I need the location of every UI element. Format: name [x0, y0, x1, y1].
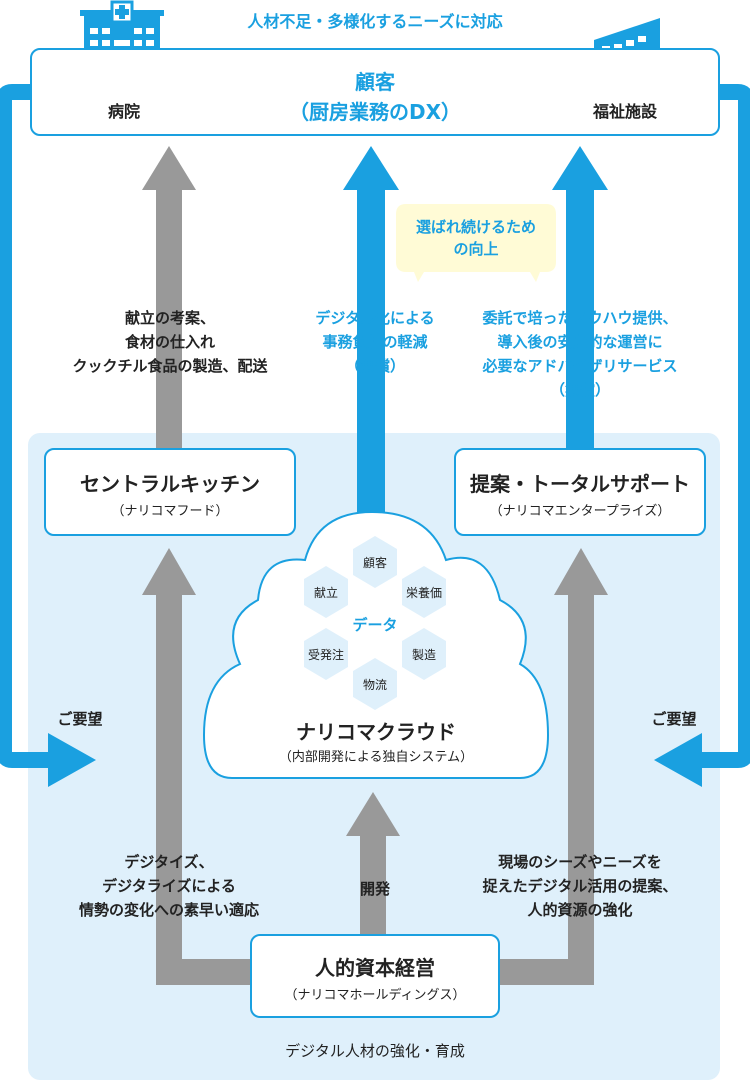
flow-text-center: デジタル化による 事務負担の軽減 （無償） — [290, 306, 460, 378]
left-feedback-arrowhead — [48, 733, 96, 787]
total-support-subtitle: （ナリコマエンタープライズ） — [489, 504, 671, 519]
cloud-shape — [202, 510, 550, 779]
welfare-facility-label: 福祉施設 — [592, 102, 657, 121]
bottom-flow-right-line-1: 現場のシーズやニーズを — [498, 853, 662, 871]
footer-label: デジタル人材の強化・育成 — [285, 1042, 465, 1060]
hex-nutrition — [402, 566, 446, 618]
flow-text-right: 委託で培ったノウハウ提供、 導入後の安定的な運営に 必要なアドバイザリサービス … — [452, 306, 708, 402]
request-label-right: ご要望 — [651, 710, 697, 728]
cloud-data-label: データ — [352, 616, 398, 634]
hex-label-menu: 献立 — [313, 586, 338, 600]
hex-label-manufacturing: 製造 — [411, 648, 436, 662]
right-bottom-arrow-shaft — [494, 590, 594, 985]
holdings-title: 人的資本経営 — [315, 956, 435, 980]
holdings-box: 人的資本経営 （ナリコマホールディングス） — [250, 934, 500, 1018]
request-label-left: ご要望 — [57, 710, 103, 728]
hex-logistics — [353, 658, 397, 710]
hex-ordering — [304, 628, 348, 680]
flow-right-line-2: 導入後の安定的な運営に — [497, 333, 663, 351]
flow-left-line-3: クックチル食品の製造、配送 — [72, 357, 268, 375]
customer-title: 顧客 — [355, 70, 395, 94]
bottom-flow-right: 現場のシーズやニーズを 捉えたデジタル活用の提案、 人的資源の強化 — [452, 850, 708, 922]
bottom-flow-right-line-3: 人的資源の強化 — [527, 901, 633, 919]
right-feedback-arrowhead — [654, 733, 702, 787]
hex-manufacturing — [402, 628, 446, 680]
flow-center-line-1: デジタル化による — [315, 309, 435, 327]
hex-label-logistics: 物流 — [362, 678, 387, 692]
holdings-subtitle: （ナリコマホールディングス） — [284, 988, 466, 1003]
flow-text-left: 献立の考案、 食材の仕入れ クックチル食品の製造、配送 — [40, 306, 300, 378]
bottom-flow-left-line-2: デジタライズによる — [102, 877, 236, 895]
hex-customer — [353, 536, 397, 588]
bottom-flow-left-line-3: 情勢の変化への素早い適応 — [78, 901, 259, 919]
customer-box: 顧客 （厨房業務のDX） 病院 福祉施設 — [30, 48, 720, 136]
flow-right-line-1: 委託で培ったノウハウ提供、 — [482, 309, 678, 327]
callout-bubble — [396, 204, 556, 282]
flow-center-line-2: 事務負担の軽減 — [322, 333, 428, 351]
callout-line-2: の向上 — [453, 240, 499, 258]
left-top-arrow-shaft — [156, 186, 182, 456]
total-support-box: 提案・トータルサポート （ナリコマエンタープライズ） — [454, 448, 706, 536]
center-top-arrow-shaft — [357, 186, 385, 516]
flow-left-line-2: 食材の仕入れ — [124, 333, 215, 351]
left-bottom-arrowhead — [142, 548, 196, 595]
hex-label-customer: 顧客 — [362, 556, 387, 570]
flow-center-line-3: （無償） — [344, 357, 405, 375]
flow-left-line-1: 献立の考案、 — [124, 309, 215, 327]
top-label: 人材不足・多様化するニーズに対応 — [247, 12, 503, 31]
bottom-flow-left-line-1: デジタイズ、 — [124, 853, 214, 871]
flow-right-line-4: （無償） — [549, 381, 610, 399]
central-kitchen-subtitle: （ナリコマフード） — [111, 504, 229, 519]
customer-subtitle: （厨房業務のDX） — [288, 100, 462, 124]
total-support-title: 提案・トータルサポート — [470, 472, 690, 496]
right-top-arrow-shaft — [566, 186, 594, 456]
bottom-flow-center: 開発 — [359, 880, 390, 898]
bottom-flow-left: デジタイズ、 デジタライズによる 情勢の変化への素早い適応 — [40, 850, 298, 922]
hex-label-ordering: 受発注 — [307, 648, 344, 662]
hospital-label: 病院 — [107, 102, 140, 121]
callout-text: 選ばれ続けるため の向上 — [396, 216, 556, 260]
hex-label-nutrition: 栄養価 — [405, 586, 442, 600]
central-kitchen-title: セントラルキッチン — [80, 472, 260, 496]
center-bottom-arrow-shaft — [360, 832, 386, 938]
center-bottom-arrowhead — [346, 792, 400, 836]
cloud-subtitle: （内部開発による独自システム） — [278, 750, 474, 765]
central-kitchen-box: セントラルキッチン （ナリコマフード） — [44, 448, 296, 536]
flow-right-line-3: 必要なアドバイザリサービス — [482, 357, 678, 375]
bottom-flow-right-line-2: 捉えたデジタル活用の提案、 — [482, 877, 678, 895]
cloud-title: ナリコマクラウド — [296, 720, 456, 744]
hex-menu — [304, 566, 348, 618]
left-bottom-arrow-shaft — [156, 590, 256, 985]
right-top-arrowhead — [552, 146, 608, 190]
callout-line-1: 選ばれ続けるため — [415, 218, 536, 236]
right-bottom-arrowhead — [554, 548, 608, 595]
left-top-arrowhead — [142, 146, 196, 190]
center-top-arrowhead — [343, 146, 399, 190]
right-feedback-line — [698, 84, 750, 768]
left-feedback-line — [0, 84, 52, 768]
